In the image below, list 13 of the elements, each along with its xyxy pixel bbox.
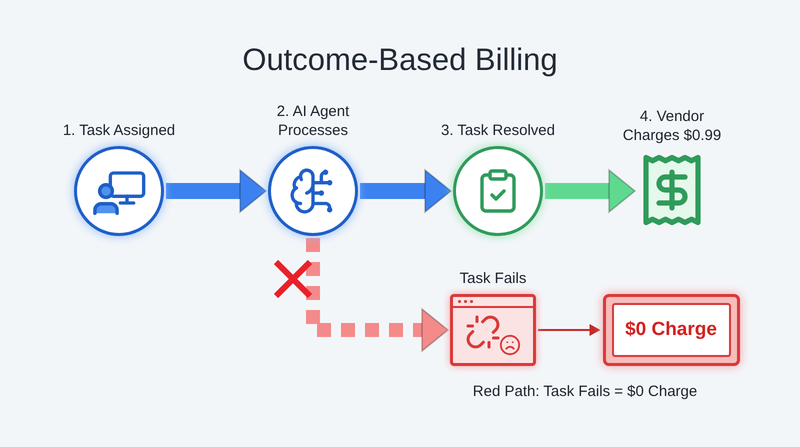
note-text: Red Path: Task Fails = $0 Charge [472,383,698,400]
charge-box: $0 Charge [602,294,740,366]
block-arrow [306,238,449,352]
block-arrow [360,169,452,213]
block-arrow [545,169,636,213]
node-label: 3. Task Resolved [441,121,555,140]
node-label: 1. Task Assigned [62,121,176,140]
node-label: Task Fails [460,269,526,288]
block-arrow [166,169,267,213]
diagram-title: Outcome-Based Billing [241,41,559,79]
node-label: 2. AI Agent Processes [276,102,350,140]
arrow [538,324,600,336]
node-label: 4. Vendor Charges $0.99 [622,107,722,145]
